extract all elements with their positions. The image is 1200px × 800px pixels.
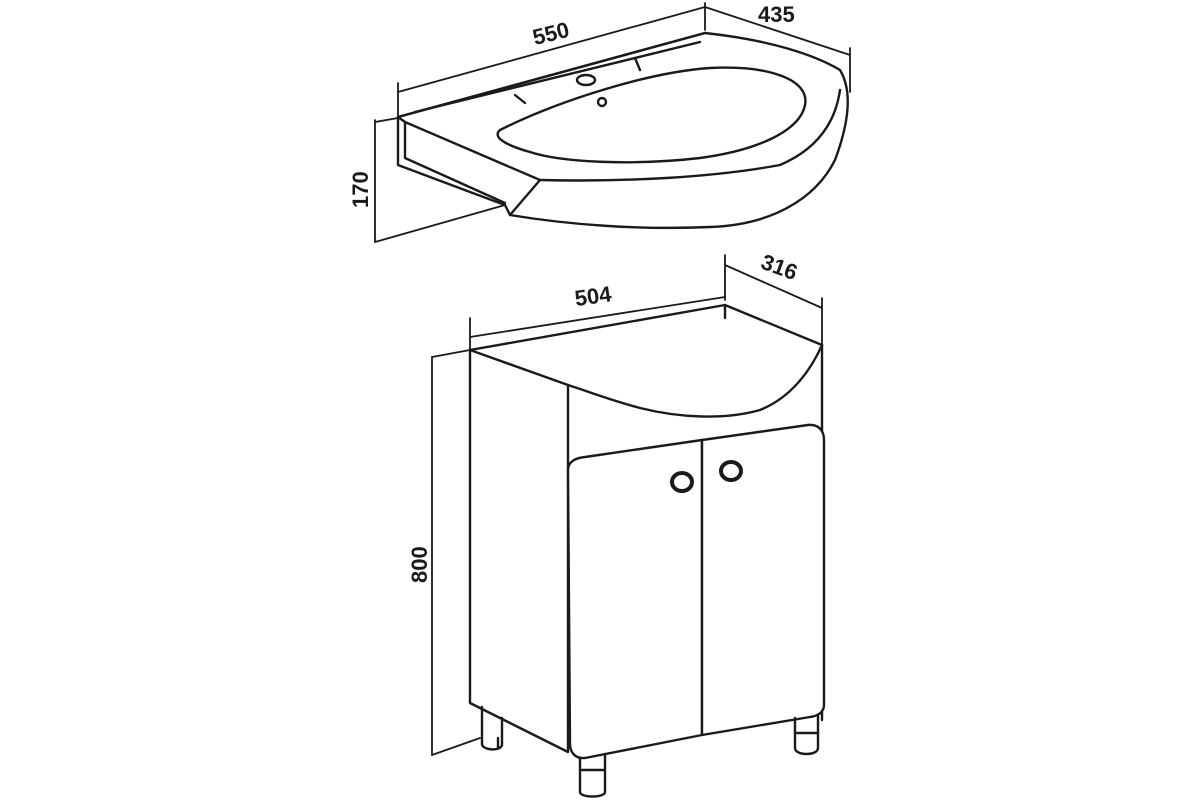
cabinet-height-label: 800 bbox=[407, 546, 432, 583]
basin-height-label: 170 bbox=[348, 171, 373, 208]
basin-dimension-lines bbox=[374, 2, 851, 243]
cabinet-drawing: 504 316 800 bbox=[407, 249, 826, 798]
cabinet-depth-label: 316 bbox=[758, 249, 801, 285]
cabinet-side-panel bbox=[468, 348, 570, 754]
right-door-knob-icon bbox=[719, 460, 743, 482]
basin-depth-label: 435 bbox=[758, 2, 795, 27]
basin-outline bbox=[396, 31, 849, 230]
overflow-hole-icon bbox=[596, 96, 608, 108]
basin-bowl bbox=[496, 66, 807, 164]
right-door bbox=[700, 423, 826, 737]
cabinet-width-label: 504 bbox=[573, 281, 614, 311]
cabinet-legs bbox=[480, 705, 820, 798]
left-door-knob-icon bbox=[670, 471, 694, 493]
tap-hole-icon bbox=[575, 73, 597, 87]
cabinet-dimension-lines bbox=[431, 254, 823, 756]
basin-drawing: 550 435 170 bbox=[348, 2, 851, 243]
